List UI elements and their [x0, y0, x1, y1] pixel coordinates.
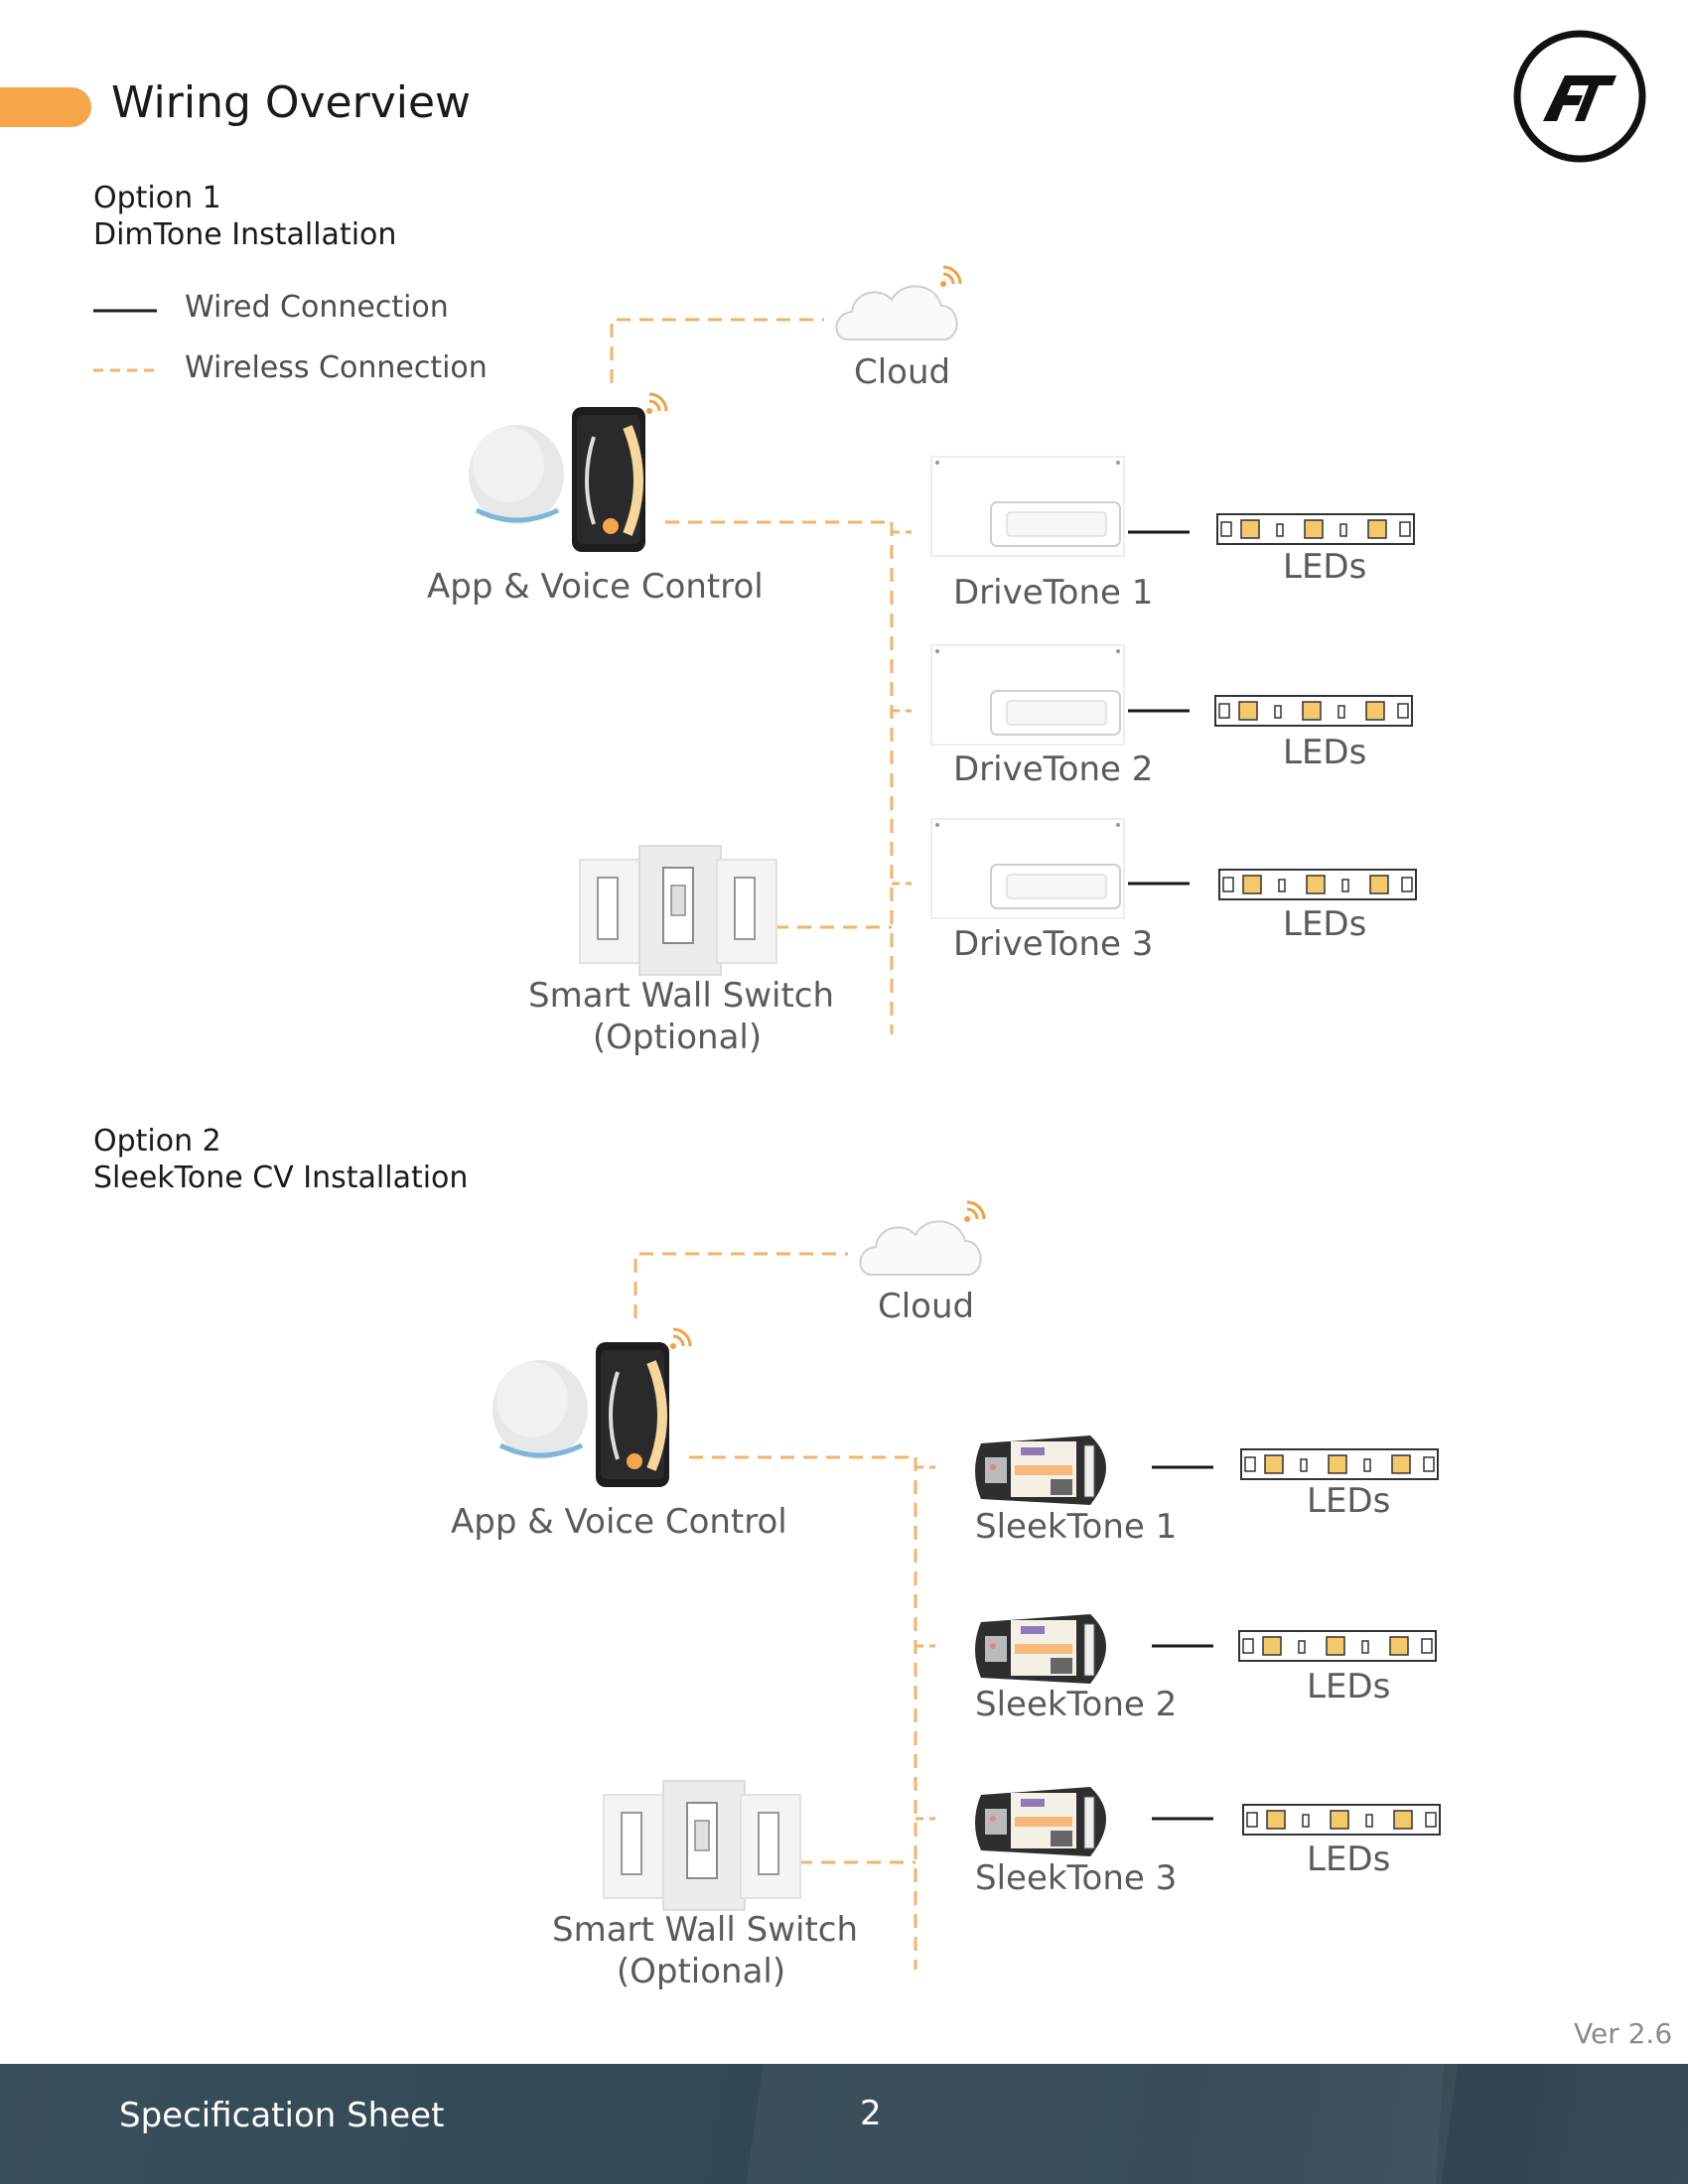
smart-speaker-phone-icon: [492, 1342, 669, 1487]
cloud-icon: [835, 285, 958, 341]
led-strip-icon: [1242, 1804, 1441, 1836]
cloud-link-line: [633, 1252, 848, 1318]
wall-switch-icon: [579, 845, 777, 976]
driver-box-icon: [930, 644, 1125, 746]
cloud-link-line: [610, 318, 824, 383]
leds-label: LEDs: [1283, 904, 1367, 944]
footer-panel-shade: [1435, 2064, 1688, 2184]
wall-switch-label: Smart Wall Switch (Optional): [552, 1909, 859, 1992]
sleektone-module-icon: [974, 1786, 1107, 1857]
option1-subtitle: DimTone Installation: [93, 217, 397, 252]
wall-switch-title: Smart Wall Switch: [528, 976, 835, 1016]
page-number: 2: [860, 2094, 882, 2133]
driver-box-icon: [930, 818, 1125, 919]
title-accent-pill: [0, 87, 91, 127]
wifi-icon: [668, 1327, 692, 1351]
option1-label: Option 1: [93, 181, 221, 215]
option1-heading: Option 1 DimTone Installation: [93, 180, 396, 253]
sleektone-label: SleekTone 2: [975, 1685, 1178, 1724]
page-title: Wiring Overview: [111, 77, 472, 128]
driver-label: DriveTone 2: [953, 750, 1154, 789]
option2-diagram: [492, 1200, 1441, 1970]
option1-diagram: [469, 265, 1417, 1034]
led-strip-icon: [1214, 695, 1413, 727]
wall-switch-optional: (Optional): [592, 1018, 763, 1057]
wall-switch-title: Smart Wall Switch: [552, 1910, 859, 1950]
leds-label: LEDs: [1283, 733, 1367, 772]
footer-title: Specification Sheet: [119, 2096, 445, 2135]
leds-label: LEDs: [1307, 1481, 1391, 1521]
led-strip-icon: [1216, 513, 1415, 545]
led-strip-icon: [1238, 1630, 1437, 1662]
driver-box-icon: [930, 456, 1125, 557]
wall-switch-icon: [603, 1780, 801, 1911]
wall-switch-optional: (Optional): [616, 1952, 786, 1991]
sleektone-label: SleekTone 3: [975, 1858, 1178, 1898]
sleektone-module-icon: [974, 1434, 1107, 1506]
smart-speaker-phone-icon: [469, 407, 645, 552]
option2-subtitle: SleekTone CV Installation: [93, 1160, 469, 1195]
legend-wired-label: Wired Connection: [185, 290, 449, 325]
wifi-icon: [962, 1200, 986, 1224]
option2-heading: Option 2 SleekTone CV Installation: [93, 1123, 468, 1196]
cloud-icon: [859, 1220, 982, 1276]
app-voice-label: App & Voice Control: [451, 1502, 787, 1542]
led-strip-icon: [1218, 869, 1417, 900]
legend-wireless-label: Wireless Connection: [185, 350, 488, 385]
leds-label: LEDs: [1283, 547, 1367, 587]
sleektone-module-icon: [974, 1613, 1107, 1685]
led-strip-icon: [1240, 1448, 1439, 1480]
leds-label: LEDs: [1307, 1840, 1391, 1879]
wifi-icon: [644, 392, 668, 416]
footer-bar: Specification Sheet 2: [0, 2064, 1688, 2184]
option2-label: Option 2: [93, 1124, 221, 1159]
footer-panel-shade: [746, 2064, 1459, 2184]
driver-label: DriveTone 3: [953, 924, 1154, 964]
wifi-icon: [938, 265, 962, 289]
leds-label: LEDs: [1307, 1667, 1391, 1706]
cloud-label: Cloud: [854, 352, 951, 392]
sleektone-label: SleekTone 1: [975, 1507, 1178, 1547]
wall-switch-label: Smart Wall Switch (Optional): [528, 975, 835, 1058]
cloud-label: Cloud: [878, 1287, 975, 1326]
at-logo-icon: [1513, 30, 1646, 163]
version-label: Ver 2.6: [1574, 2017, 1673, 2050]
driver-label: DriveTone 1: [953, 573, 1154, 613]
app-voice-label: App & Voice Control: [427, 567, 764, 607]
